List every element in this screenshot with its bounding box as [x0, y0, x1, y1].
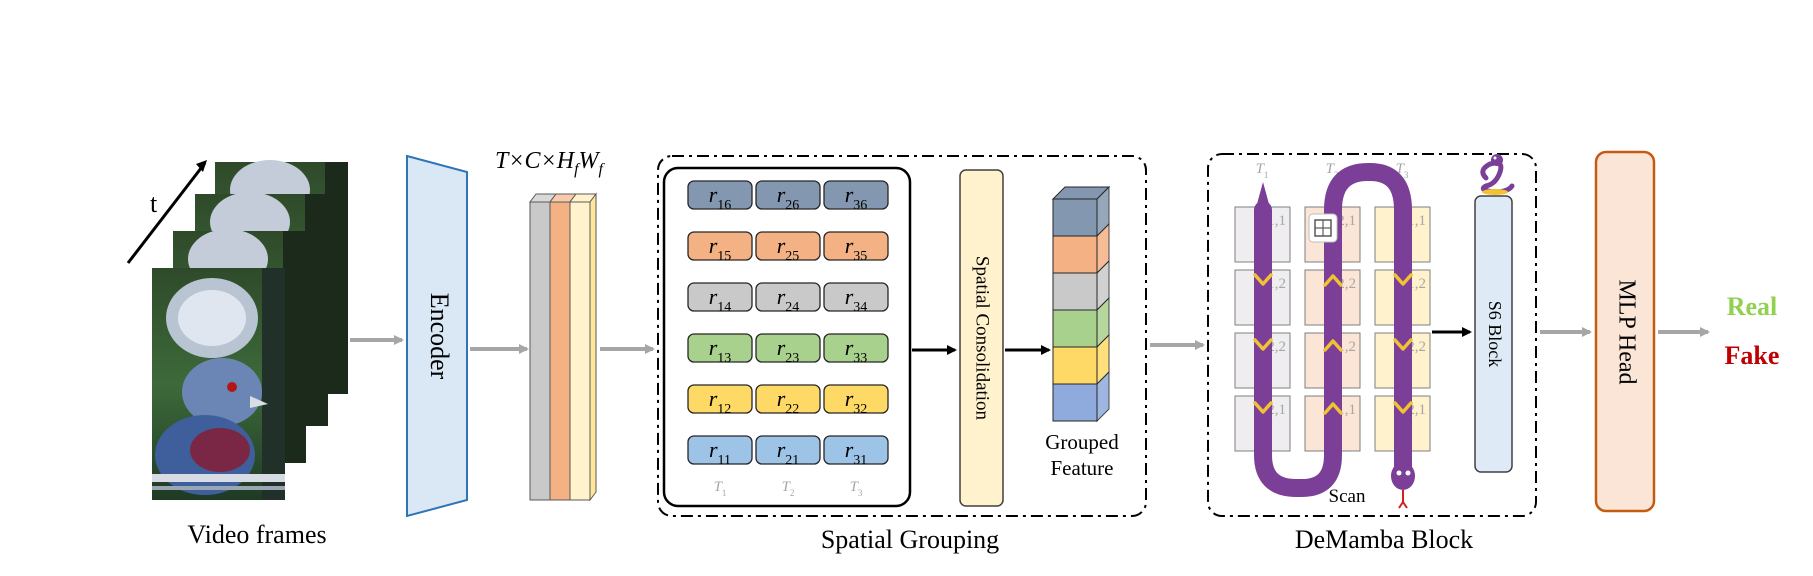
region-cell: r22: [755, 384, 821, 417]
region-cell: r26: [755, 180, 821, 213]
region-label: r26: [777, 182, 800, 213]
region-cell: r33: [823, 333, 889, 366]
grouped-feature-slice: [1052, 383, 1098, 422]
video-frames: t: [126, 160, 348, 549]
mlp-head-block: MLP Head: [1594, 150, 1656, 513]
region-label: r34: [845, 284, 868, 315]
region-cell: r11: [687, 435, 753, 468]
region-label: r24: [777, 284, 800, 315]
region-cell: r36: [823, 180, 889, 213]
grid-time-label: T2: [782, 479, 795, 498]
region-label: r21: [777, 437, 800, 468]
feature-dims-label: T×C×HfWf: [495, 148, 606, 178]
video-frames-label: Video frames: [187, 520, 326, 549]
frame-1: [152, 268, 285, 500]
grid-time-label: T1: [714, 479, 727, 498]
encoder-block: Encoder: [406, 154, 468, 518]
grouped-feature-stack: [1051, 185, 1111, 423]
time-axis-label: t: [150, 189, 158, 218]
s6-block-label: S6 Block: [1485, 301, 1505, 368]
scan-icon: [1308, 213, 1338, 243]
spatial-consolidation-block: Spatial Consolidation: [959, 169, 1004, 507]
grouped-feature-slice: [1052, 346, 1098, 385]
mlp-head-label: MLP Head: [1613, 279, 1639, 384]
region-cell: r12: [687, 384, 753, 417]
time-axis-arrow: [126, 160, 207, 264]
grouped-feature-label-line2: Feature: [1051, 456, 1114, 480]
feature-slab-yellow: [569, 192, 597, 502]
feature-tensor: T×C×HfWf: [495, 148, 606, 502]
fake-label: Fake: [1725, 341, 1780, 370]
region-label: r12: [709, 386, 732, 417]
scan-snake: [1253, 163, 1415, 509]
region-label: r35: [845, 233, 868, 264]
grid-time-label: T3: [850, 479, 863, 498]
region-cell: r24: [755, 282, 821, 315]
demamba-border: [1207, 153, 1537, 517]
region-cell: r16: [687, 180, 753, 213]
scan-direction-chevrons: [1253, 273, 1413, 415]
region-cell: r35: [823, 231, 889, 264]
spatial-grouping-label: Spatial Grouping: [821, 525, 999, 554]
spatial-consolidation-label: Spatial Consolidation: [972, 256, 993, 421]
region-cell: r23: [755, 333, 821, 366]
region-cell: r34: [823, 282, 889, 315]
region-label: r22: [777, 386, 800, 417]
region-label: r14: [709, 284, 732, 315]
demamba-time-label: T1: [1256, 161, 1269, 180]
region-label: r16: [709, 182, 732, 213]
demamba-time-label: T3: [1396, 161, 1409, 180]
real-label: Real: [1727, 292, 1778, 321]
region-label: r33: [845, 335, 868, 366]
encoder-label: Encoder: [425, 293, 454, 380]
spatial-grouping-border: [657, 155, 1147, 517]
region-label: r15: [709, 233, 732, 264]
demamba-block-label: DeMamba Block: [1295, 525, 1473, 554]
spatial-grouping-module: r16 r26 r36 r15 r25 r35 r14 r24 r34 r13 r23 r33 r12 r…: [657, 155, 1147, 517]
grouped-feature-slice: [1052, 309, 1098, 348]
grouped-feature-slice: [1052, 235, 1098, 274]
region-cell: r13: [687, 333, 753, 366]
feature-slab-gray: [529, 193, 557, 501]
region-label: r25: [777, 233, 800, 264]
region-cell: r21: [755, 435, 821, 468]
s6-block: S6 Block: [1474, 195, 1513, 473]
grouped-feature-slice: [1052, 198, 1098, 237]
scan-label: Scan: [1329, 486, 1366, 507]
region-cell: r25: [755, 231, 821, 264]
region-cell: r15: [687, 231, 753, 264]
region-cell: r14: [687, 282, 753, 315]
grouped-feature-label-line1: Grouped: [1045, 430, 1119, 454]
region-label: r31: [845, 437, 868, 468]
region-label: r36: [845, 182, 868, 213]
region-label: r32: [845, 386, 868, 417]
region-grid: r16 r26 r36 r15 r25 r35 r14 r24 r34 r13 r23 r33 r12 r…: [687, 180, 889, 498]
grouped-feature-slice: [1052, 272, 1098, 311]
mamba-snake-icon: [1480, 154, 1515, 195]
region-label: r23: [777, 335, 800, 366]
region-label: r13: [709, 335, 732, 366]
region-cell: r31: [823, 435, 889, 468]
region-label: r11: [709, 437, 731, 468]
region-cell: r32: [823, 384, 889, 417]
